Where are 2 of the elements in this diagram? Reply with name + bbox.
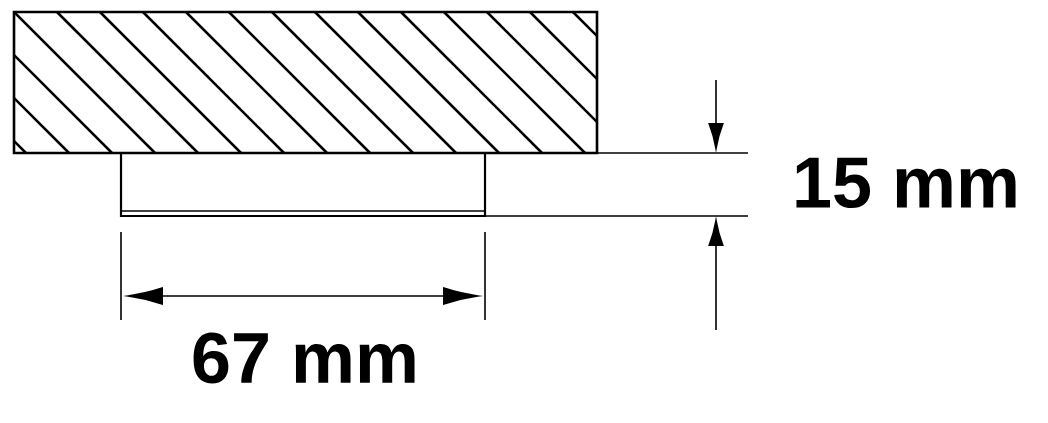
dimension-label: 67 mm: [193, 332, 415, 384]
dimension-label: 15 mm: [796, 157, 1016, 209]
